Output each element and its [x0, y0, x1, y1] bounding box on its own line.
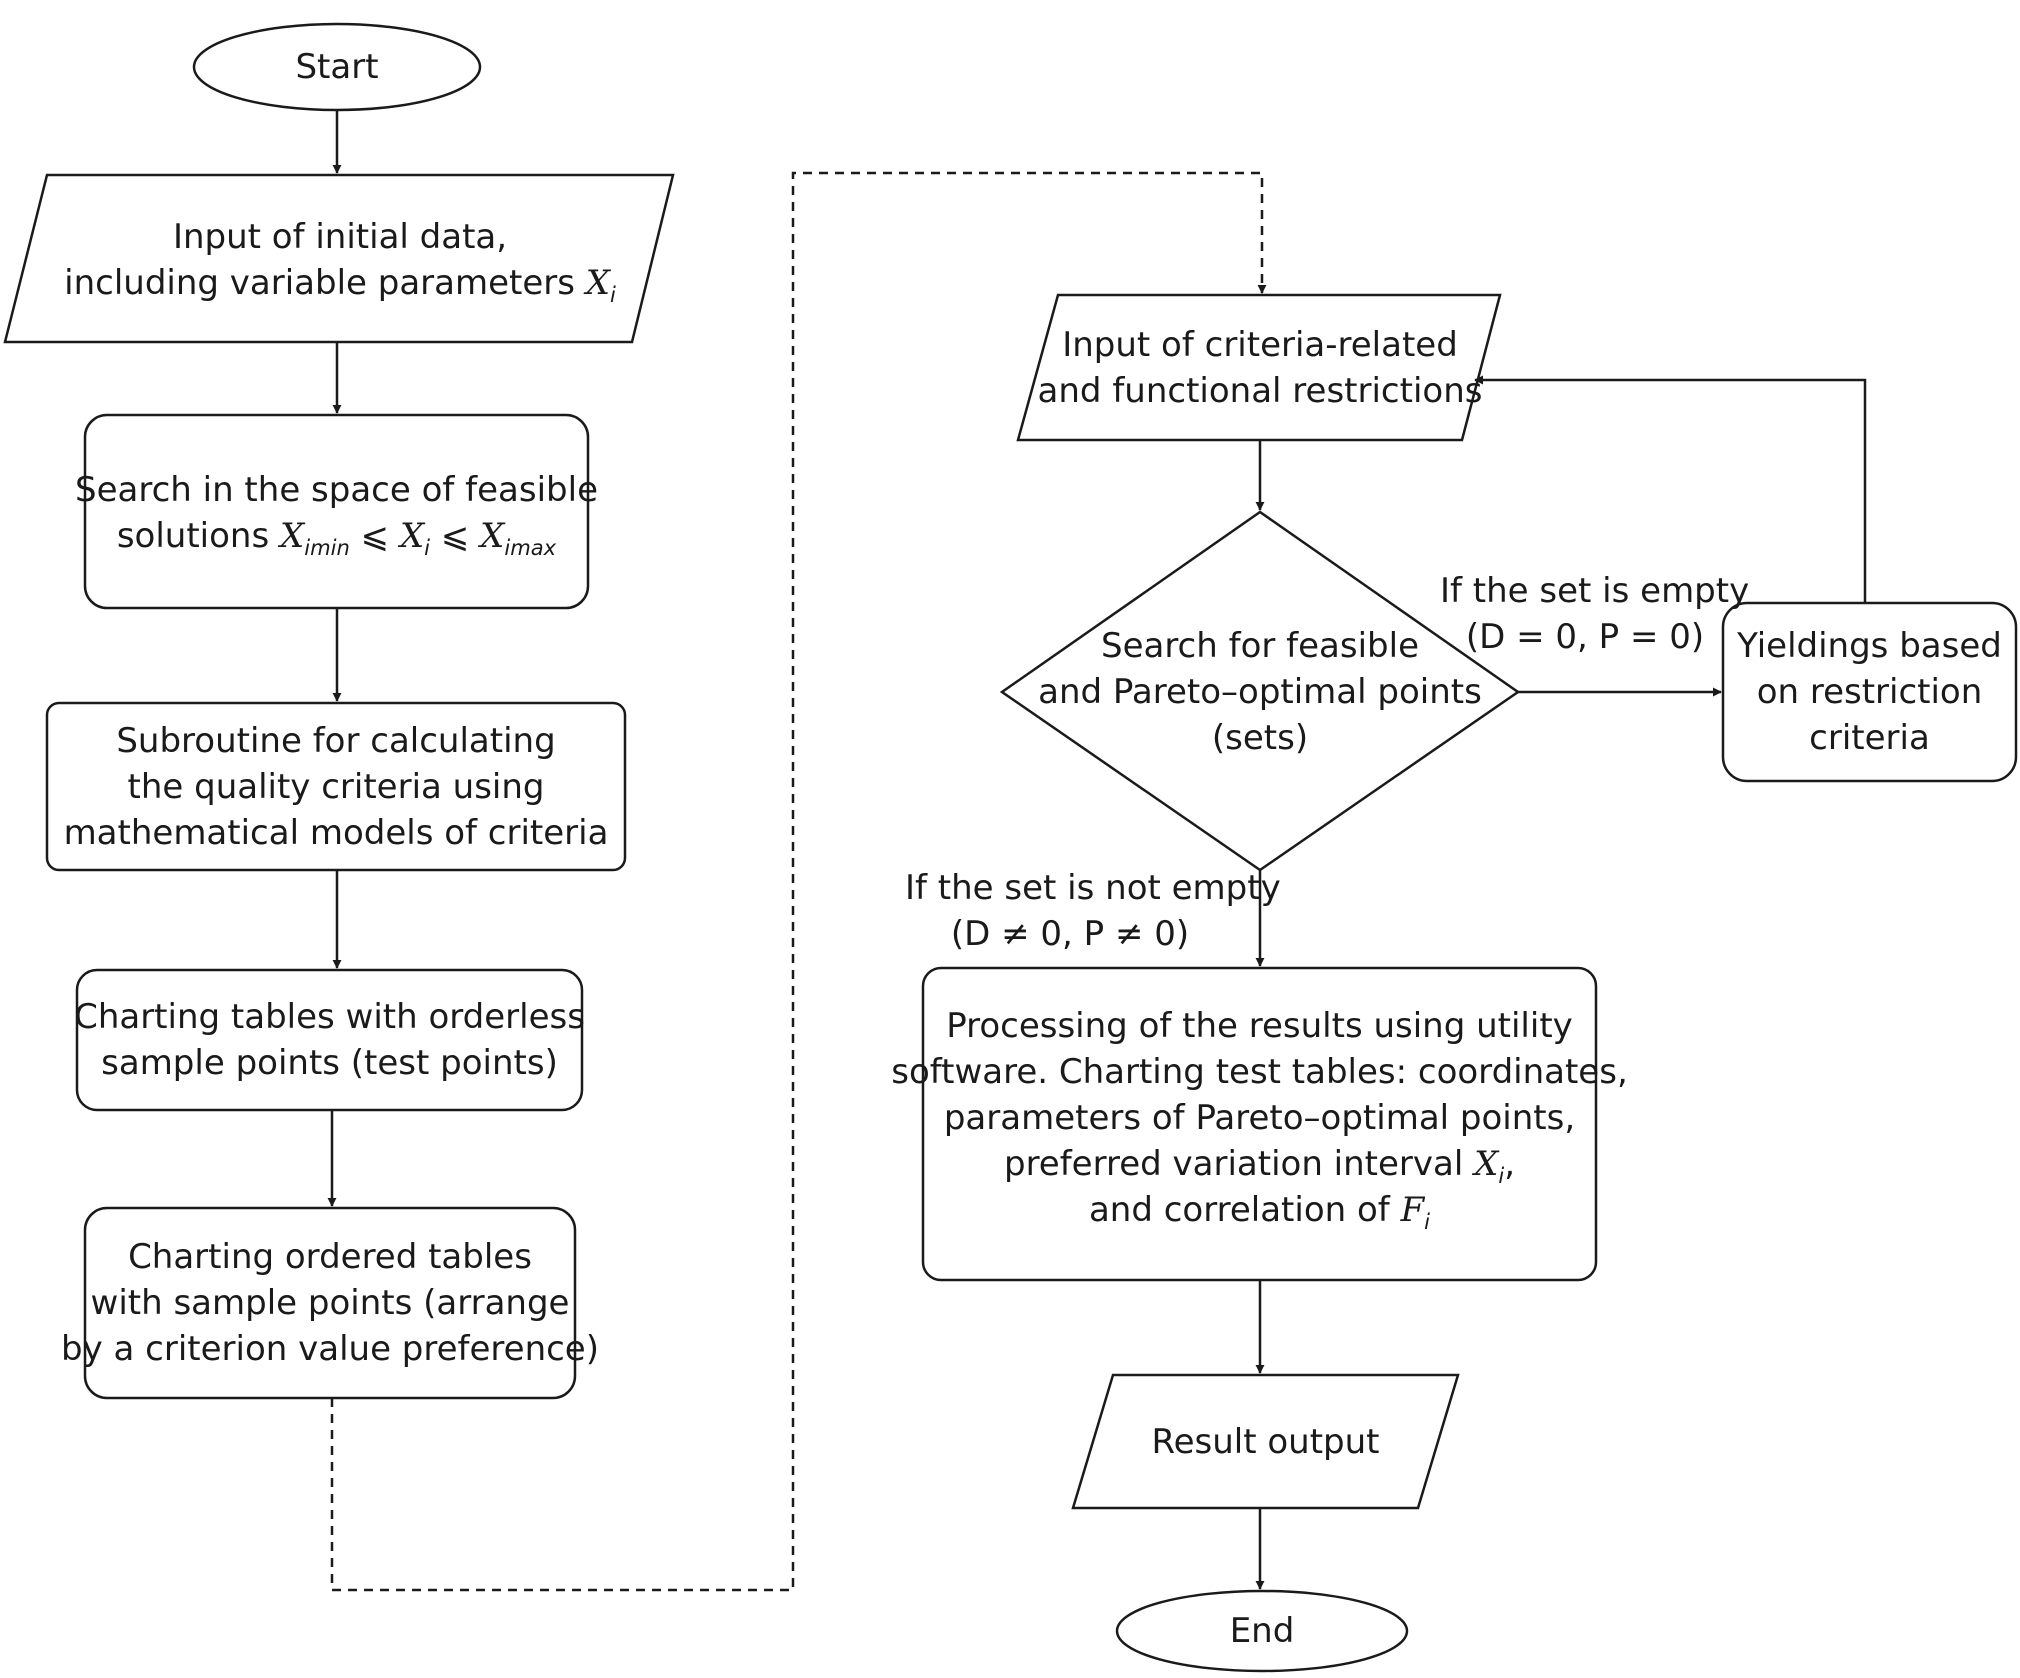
search-space-line1: Search in the space of feasible: [75, 470, 598, 510]
edge-label-not-empty-line1: If the set is not empty: [905, 868, 1281, 908]
search-feasible-line3: (sets): [1211, 718, 1309, 758]
input-initial-line1: Input of initial data,: [172, 217, 508, 257]
input-criteria-line2: and functional restrictions: [1037, 370, 1483, 411]
subroutine-line1: Subroutine for calculating: [116, 720, 556, 761]
input-criteria-line1: Input of criteria-related: [1062, 324, 1458, 365]
yieldings-line2: on restriction: [1756, 672, 1983, 712]
search-space-label: Search in the space of feasible solution…: [75, 428, 598, 598]
processing-line4: preferred variation interval Xi,: [1003, 1144, 1515, 1188]
result-output-label: Result output: [1093, 1375, 1438, 1508]
input-initial-label: Input of initial data, including variabl…: [30, 190, 650, 330]
result-output-text: Result output: [1151, 1421, 1380, 1462]
subroutine-line3: mathematical models of criteria: [63, 812, 609, 853]
yieldings-process: [1721, 601, 2018, 783]
result-output-parallelogram: [1071, 1373, 1460, 1510]
charting-ordered-line2: with sample points (arrange: [90, 1283, 570, 1323]
yieldings-line3: criteria: [1809, 718, 1930, 758]
processing-line3: parameters of Pareto–optimal points,: [943, 1098, 1576, 1138]
charting-ordered-label: Charting ordered tables with sample poin…: [61, 1208, 599, 1398]
processing-line5: and correlation of Fi: [1088, 1190, 1431, 1234]
yieldings-label: Yieldings based on restriction criteria: [1723, 603, 2016, 781]
processing-label: Processing of the results using utility …: [891, 968, 1628, 1268]
dashed-connector: [330, 171, 1267, 1592]
edge-label-not-empty: If the set is not empty (D ≠ 0, P ≠ 0): [905, 865, 1281, 957]
subroutine-line2: the quality criteria using: [127, 766, 545, 807]
edge-label-empty-line1: If the set is empty: [1440, 571, 1750, 611]
edge-label-not-empty-line2: (D ≠ 0, P ≠ 0): [950, 914, 1190, 954]
arrow-yieldings-to-input-criteria: [1474, 375, 1867, 603]
charting-ordered-line3: by a criterion value preference): [61, 1329, 599, 1369]
charting-ordered-process: [83, 1206, 577, 1400]
start-text: Start: [295, 47, 379, 87]
search-feasible-label: Search for feasible and Pareto–optimal p…: [1030, 622, 1490, 762]
charting-orderless-label: Charting tables with orderless sample po…: [74, 970, 585, 1110]
processing-line1: Processing of the results using utility: [946, 1006, 1573, 1046]
input-initial-line2: including variable parameters Xi: [64, 263, 616, 307]
input-criteria-parallelogram: [1016, 293, 1502, 442]
yieldings-line1: Yieldings based: [1737, 626, 2002, 666]
edge-label-empty-line2: (D = 0, P = 0): [1465, 617, 1705, 657]
start-label: Start: [194, 24, 480, 110]
end-text: End: [1229, 1611, 1295, 1651]
end-terminal: [1115, 1589, 1409, 1673]
input-initial-parallelogram: [3, 173, 675, 344]
charting-orderless-line2: sample points (test points): [101, 1043, 558, 1083]
input-criteria-label: Input of criteria-related and functional…: [1037, 300, 1483, 435]
processing-line2: software. Charting test tables: coordina…: [891, 1052, 1628, 1092]
search-feasible-line1: Search for feasible: [1100, 626, 1419, 666]
subroutine-label: Subroutine for calculating the quality c…: [47, 703, 625, 870]
charting-orderless-line1: Charting tables with orderless: [74, 997, 585, 1037]
edge-label-empty: If the set is empty (D = 0, P = 0): [1440, 568, 1750, 660]
search-space-line2: solutions Ximin ⩽ Xi ⩽ Ximax: [116, 516, 557, 560]
search-feasible-line2: and Pareto–optimal points: [1038, 672, 1482, 712]
end-label: End: [1117, 1591, 1407, 1671]
charting-orderless-process: [75, 968, 584, 1112]
charting-ordered-line1: Charting ordered tables: [128, 1237, 532, 1277]
